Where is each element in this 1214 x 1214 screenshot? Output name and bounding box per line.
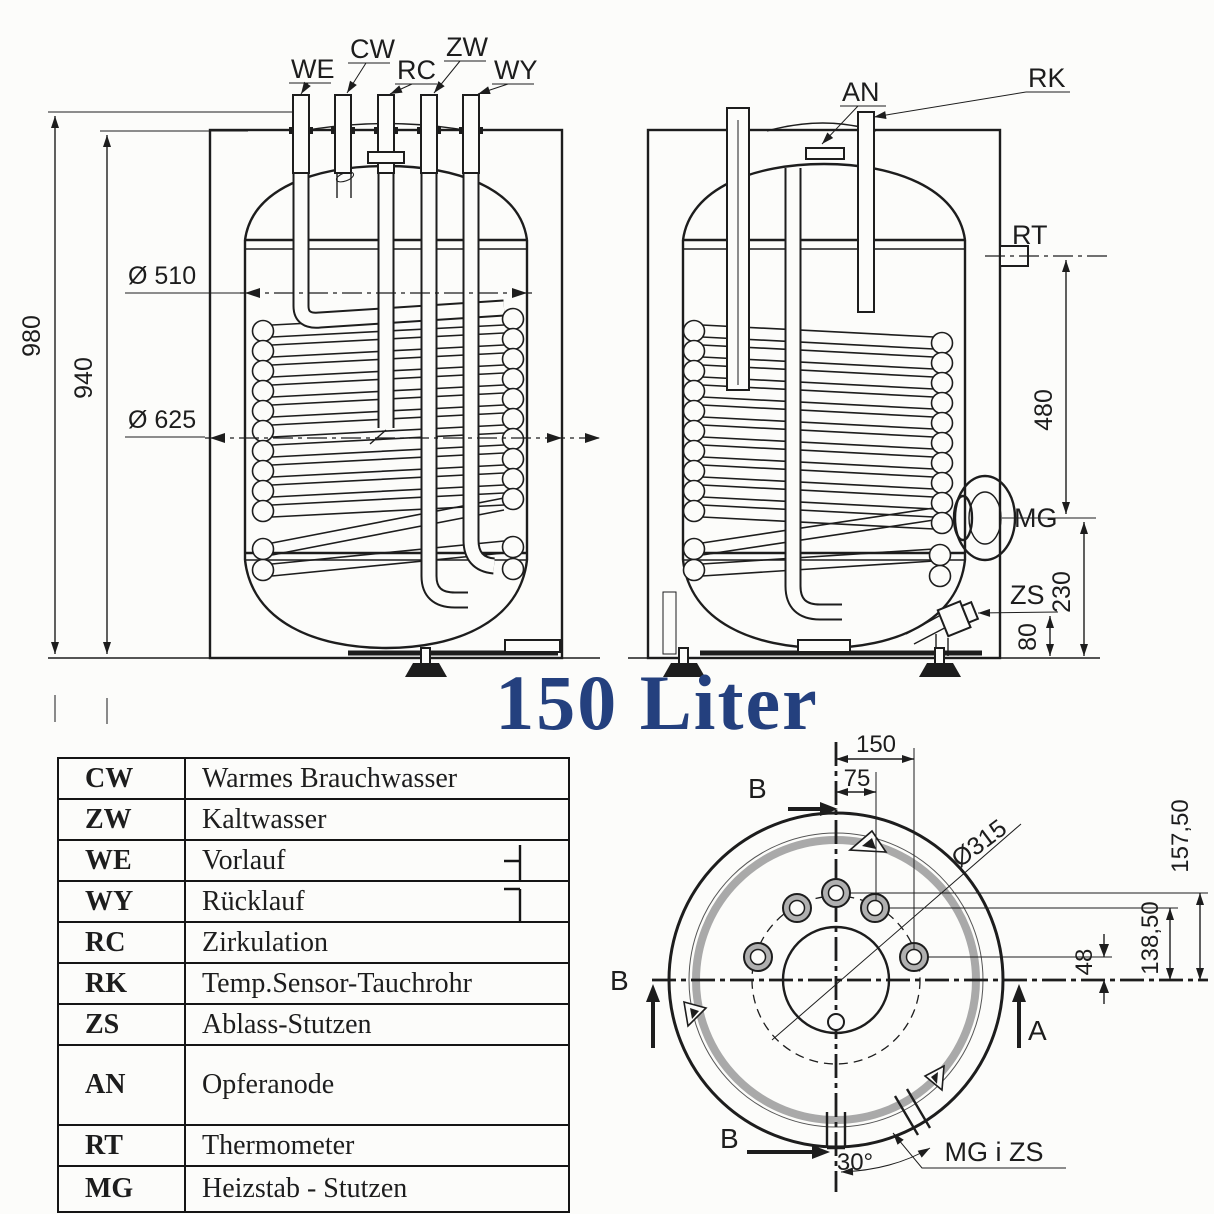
mg-nozzle bbox=[952, 474, 1096, 562]
legend-abbr: CW bbox=[57, 757, 186, 800]
rk-sensor-tube bbox=[857, 111, 875, 313]
label-zs: ZS bbox=[1010, 580, 1045, 610]
label-zw: ZW bbox=[446, 32, 488, 62]
legend-abbr: AN bbox=[57, 1044, 186, 1126]
port bbox=[743, 942, 773, 972]
legend-desc: Temp.Sensor-Tauchrohr bbox=[184, 962, 570, 1005]
table-row: RC Zirkulation bbox=[57, 921, 570, 964]
dim-outer-diameter: Ø 625 bbox=[128, 406, 196, 434]
legend-abbr: ZW bbox=[57, 798, 186, 841]
mg-zs-stub bbox=[893, 1088, 932, 1136]
zw-stub bbox=[420, 94, 438, 174]
label-rt: RT bbox=[1012, 220, 1048, 250]
legend-table: CW Warmes Brauchwasser ZW Kaltwasser WE … bbox=[57, 757, 570, 1213]
table-row: CW Warmes Brauchwasser bbox=[57, 757, 570, 800]
front-coil-ends bbox=[251, 307, 525, 582]
dim-port-height-2: 138,50 bbox=[1137, 901, 1164, 974]
vorlauf-flow-icon bbox=[504, 845, 522, 879]
ruecklauf-flow-icon bbox=[504, 887, 522, 920]
side-coil-ends bbox=[682, 319, 954, 588]
top-ports bbox=[743, 878, 929, 1031]
front-internal-pipes bbox=[292, 166, 505, 609]
label-rk: RK bbox=[1028, 63, 1066, 93]
table-row: RT Thermometer bbox=[57, 1124, 570, 1167]
dim-offset-75: 75 bbox=[844, 765, 871, 792]
angle-arc bbox=[840, 1147, 931, 1176]
dim-port-height-1: 157,50 bbox=[1167, 799, 1194, 872]
table-row: ZS Ablass-Stutzen bbox=[57, 1003, 570, 1046]
side-foot-pad-left bbox=[663, 663, 705, 677]
dim-zs-height: 80 bbox=[1014, 623, 1042, 651]
small-port bbox=[827, 1013, 845, 1031]
label-mg: MG bbox=[1014, 503, 1058, 533]
legend-desc: Warmes Brauchwasser bbox=[184, 757, 570, 800]
legend-desc: Kaltwasser bbox=[184, 798, 570, 841]
table-row: ZW Kaltwasser bbox=[57, 798, 570, 841]
dim-mg-to-bottom: 230 bbox=[1048, 571, 1076, 613]
legend-abbr: ZS bbox=[57, 1003, 186, 1046]
top-view: B B A B 150 75 Ø315 157,50 138,50 48 30° bbox=[610, 731, 1208, 1192]
section-label-b-bottom: B bbox=[720, 1123, 739, 1154]
legend-desc: Vorlauf bbox=[184, 839, 570, 882]
zs-fitting bbox=[905, 599, 980, 656]
label-rc: RC bbox=[397, 55, 436, 85]
we-stub bbox=[292, 94, 310, 174]
legend-abbr: RT bbox=[57, 1124, 186, 1167]
side-view: AN RK RT MG ZS bbox=[628, 63, 1108, 677]
dim-rt-to-mg: 480 bbox=[1030, 389, 1058, 431]
label-cw: CW bbox=[350, 34, 395, 64]
legend-desc: Rücklauf bbox=[184, 880, 570, 923]
side-foot-pad-right bbox=[919, 663, 961, 677]
label-an: AN bbox=[842, 77, 880, 107]
dim-inner-diameter: Ø 510 bbox=[128, 262, 196, 290]
table-row: MG Heizstab - Stutzen bbox=[57, 1165, 570, 1213]
legend-desc-text: Vorlauf bbox=[202, 844, 286, 876]
section-label-b-top: B bbox=[748, 773, 767, 804]
cw-stub bbox=[334, 94, 352, 174]
rc-flange bbox=[367, 151, 405, 164]
front-view: 980 940 bbox=[18, 32, 600, 724]
legend-abbr: WY bbox=[57, 880, 186, 923]
dim-offset-150: 150 bbox=[856, 731, 896, 758]
legend-desc: Opferanode bbox=[184, 1044, 570, 1126]
label-wy: WY bbox=[494, 55, 538, 85]
port bbox=[821, 878, 851, 908]
port bbox=[860, 893, 890, 923]
legend-desc: Heizstab - Stutzen bbox=[184, 1165, 570, 1213]
front-top-stubs bbox=[289, 94, 483, 174]
front-diameter-dims: Ø 510 Ø 625 bbox=[125, 262, 600, 443]
legend-desc: Zirkulation bbox=[184, 921, 570, 964]
dim-diameter-315: Ø315 bbox=[946, 814, 1012, 873]
legend-abbr: MG bbox=[57, 1165, 186, 1213]
legend-abbr: WE bbox=[57, 839, 186, 882]
wy-stub bbox=[462, 94, 480, 174]
front-connection-labels: WE CW RC ZW WY bbox=[289, 32, 538, 95]
legend-desc-text: Rücklauf bbox=[202, 885, 305, 917]
label-mg-i-zs: MG i ZS bbox=[945, 1137, 1044, 1167]
legend-abbr: RC bbox=[57, 921, 186, 964]
label-we: WE bbox=[291, 54, 335, 84]
side-heating-coil bbox=[701, 324, 935, 577]
an-flange bbox=[805, 147, 845, 160]
table-row: WE Vorlauf bbox=[57, 839, 570, 882]
table-row: WY Rücklauf bbox=[57, 880, 570, 923]
legend-desc: Thermometer bbox=[184, 1124, 570, 1167]
dim-angle-30: 30° bbox=[837, 1149, 873, 1176]
table-row: RK Temp.Sensor-Tauchrohr bbox=[57, 962, 570, 1005]
section-label-a: A bbox=[1028, 1015, 1047, 1046]
dim-port-height-3: 48 bbox=[1071, 949, 1098, 976]
port bbox=[899, 942, 929, 972]
legend-desc: Ablass-Stutzen bbox=[184, 1003, 570, 1046]
section-label-b-left: B bbox=[610, 965, 629, 996]
table-row: AN Opferanode bbox=[57, 1044, 570, 1126]
front-foot-pad bbox=[405, 663, 447, 677]
dim-tank-height: 940 bbox=[70, 357, 98, 399]
port bbox=[782, 893, 812, 923]
side-internal-pipes bbox=[726, 107, 875, 621]
page-title: 150 Liter bbox=[495, 659, 819, 746]
legend-abbr: RK bbox=[57, 962, 186, 1005]
dim-overall-height: 980 bbox=[18, 315, 46, 357]
top-feet-tabs bbox=[683, 829, 945, 1092]
